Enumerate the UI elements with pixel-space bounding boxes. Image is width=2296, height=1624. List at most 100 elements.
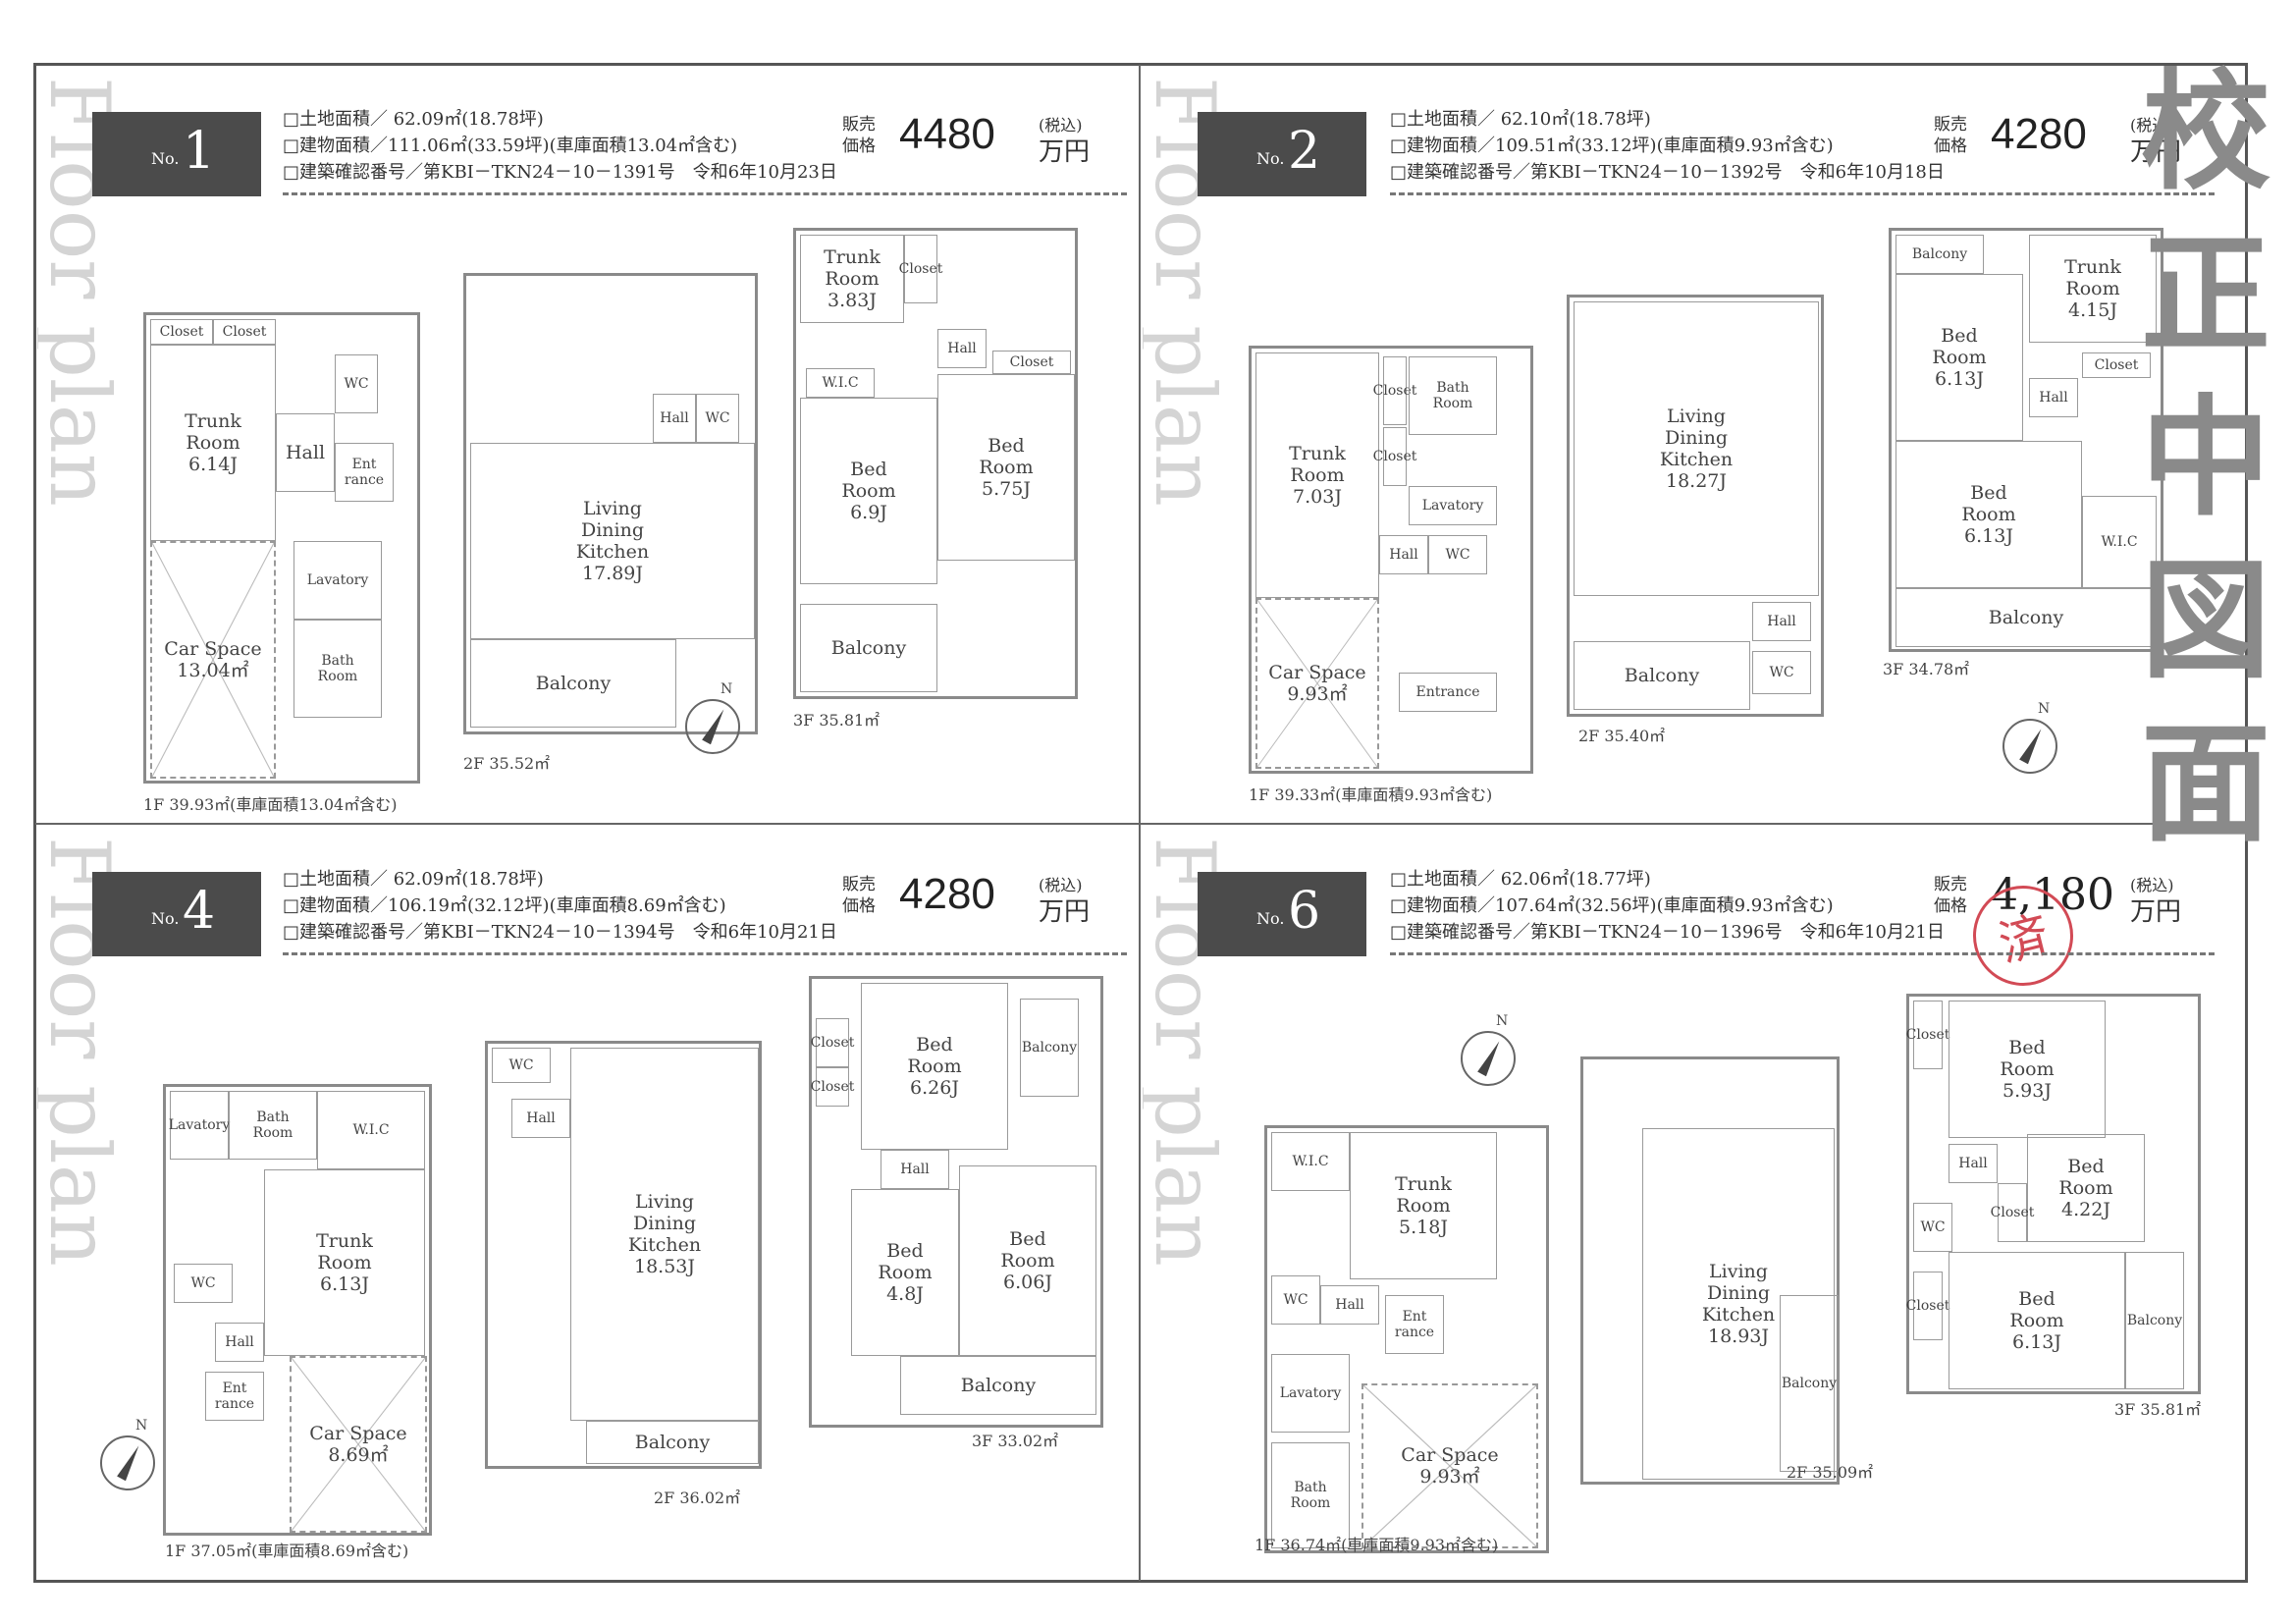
- hall: Hall: [215, 1323, 264, 1362]
- land-area: □土地面積／ 62.09㎡(18.78坪): [283, 109, 544, 130]
- closet: Closet: [213, 319, 276, 345]
- closet: Closet: [811, 1018, 854, 1067]
- closet: Closet: [150, 319, 213, 345]
- compass-icon: N: [1461, 1013, 1516, 1086]
- floor-3f-label: 3F 33.02㎡: [972, 1432, 1059, 1450]
- hall: Hall: [1949, 1144, 1998, 1183]
- entrance: Ent rance: [1385, 1295, 1444, 1354]
- entrance: Ent rance: [205, 1372, 264, 1421]
- floor-3f-label: 3F 34.78㎡: [1883, 660, 1970, 678]
- floor-1f-plan: Lavatory Bath Room W.I.C Trunk Room 6.13…: [163, 1084, 432, 1536]
- price-value: 4280: [1991, 110, 2087, 158]
- hall: Hall: [1320, 1285, 1379, 1325]
- living-dining-kitchen: Living Dining Kitchen 18.27J: [1574, 301, 1819, 596]
- land-area: □土地面積／ 62.06㎡(18.77坪): [1390, 869, 1651, 890]
- floor-3f-plan: Closet Bed Room 5.93J Hall Bed Room 4.22…: [1906, 994, 2201, 1394]
- floor-2f-plan: Living Dining Kitchen 18.27J Hall Balcon…: [1567, 295, 1824, 717]
- closet: Closet: [1373, 356, 1416, 425]
- floor-3f-label: 3F 35.81㎡: [793, 711, 881, 730]
- floor-1f-label: 1F 39.33㎡(車庫面積9.93㎡含む): [1249, 785, 1493, 804]
- car-space: Car Space 9.93㎡: [1255, 598, 1379, 769]
- car-space: Car Space 9.93㎡: [1362, 1383, 1538, 1548]
- floor-1f-label: 1F 39.93㎡(車庫面積13.04㎡含む): [143, 795, 398, 814]
- wc: WC: [335, 354, 378, 413]
- closet: Closet: [1373, 427, 1416, 486]
- compass-icon: N: [685, 681, 740, 754]
- balcony: Balcony: [586, 1421, 759, 1464]
- walk-in-closet: W.I.C: [2082, 496, 2157, 588]
- balcony: Balcony: [470, 639, 676, 728]
- permit-number: □建築確認番号／第KBI－TKN24－10－1396号 令和6年10月21日: [1390, 922, 1945, 943]
- divider-dashed: [1390, 952, 2215, 955]
- trunk-room: Trunk Room 5.18J: [1350, 1132, 1497, 1279]
- lavatory: Lavatory: [1409, 486, 1497, 525]
- wc: WC: [696, 394, 739, 443]
- price-label: 販売 価格: [1934, 875, 1967, 916]
- divider-dashed: [283, 192, 1127, 195]
- wc: WC: [174, 1264, 233, 1303]
- hall: Hall: [937, 329, 987, 368]
- property-panel-2: Floor plan No.2 □土地面積／ 62.10㎡(18.78坪) □建…: [1143, 67, 2246, 823]
- closet: Closet: [1991, 1183, 2034, 1242]
- price-label: 販売 価格: [1934, 115, 1967, 156]
- balcony: Balcony: [1020, 999, 1079, 1097]
- floor-2f-label: 2F 35.40㎡: [1578, 727, 1666, 745]
- bed-room: Bed Room 4.8J: [851, 1189, 959, 1356]
- floor-3f-plan: Balcony Trunk Room 4.15J Bed Room 6.13J …: [1889, 228, 2163, 652]
- property-number-badge: No.6: [1198, 872, 1366, 956]
- closet: Closet: [2082, 352, 2151, 378]
- living-dining-kitchen: Living Dining Kitchen 18.93J: [1642, 1128, 1835, 1480]
- property-number-badge: No.2: [1198, 112, 1366, 196]
- bath-room: Bath Room: [294, 620, 382, 718]
- building-area: □建物面積／106.19㎡(32.12坪)(車庫面積8.69㎡含む): [283, 895, 726, 916]
- hall: Hall: [511, 1099, 570, 1138]
- proof-stamp: 校 正 中 図 面: [2141, 57, 2270, 860]
- trunk-room: Trunk Room 3.83J: [800, 235, 904, 323]
- property-spec: □土地面積／ 62.06㎡(18.77坪) □建物面積／107.64㎡(32.5…: [1390, 866, 2018, 946]
- floor-2f-label: 2F 35.09㎡: [1787, 1463, 1874, 1482]
- car-space: Car Space 13.04㎡: [150, 541, 276, 779]
- price: 販売 価格 4280 (税込) 万円: [842, 870, 1091, 927]
- floor-1f-plan: W.I.C Trunk Room 5.18J WC Hall Ent rance…: [1264, 1125, 1549, 1553]
- floor-3f-plan: Trunk Room 3.83J Closet Hall W.I.C Close…: [793, 228, 1078, 699]
- building-area: □建物面積／111.06㎡(33.59坪)(車庫面積13.04㎡含む): [283, 135, 738, 156]
- floor-2f-plan: Hall WC Living Dining Kitchen 17.89J Bal…: [463, 273, 758, 734]
- floor-1f-label: 1F 37.05㎡(車庫面積8.69㎡含む): [165, 1542, 409, 1560]
- trunk-room: Trunk Room 7.03J: [1255, 352, 1379, 598]
- floor-2f-plan: Living Dining Kitchen 18.93J Balcony: [1580, 1056, 1840, 1485]
- land-area: □土地面積／ 62.09㎡(18.78坪): [283, 869, 544, 890]
- floor-3f-plan: Closet Bed Room 6.26J Balcony Closet Hal…: [809, 976, 1103, 1428]
- divider-horizontal: [35, 823, 2246, 825]
- divider-dashed: [1390, 192, 2215, 195]
- living-dining-kitchen: Living Dining Kitchen 18.53J: [570, 1048, 759, 1421]
- price: 販売 価格 4480 (税込) 万円: [842, 110, 1091, 167]
- balcony: Balcony: [1780, 1295, 1839, 1472]
- bed-room: Bed Room 6.13J: [1896, 274, 2023, 441]
- price-value: 4480: [899, 110, 995, 158]
- bed-room: Bed Room 6.26J: [861, 983, 1008, 1150]
- property-spec: □土地面積／ 62.09㎡(18.78坪) □建物面積／111.06㎡(33.5…: [283, 106, 911, 186]
- floor-2f-plan: WC Hall Living Dining Kitchen 18.53J Bal…: [485, 1041, 762, 1469]
- hall: Hall: [1752, 602, 1811, 641]
- closet: Closet: [811, 1067, 854, 1107]
- living-dining-kitchen: Living Dining Kitchen 17.89J: [470, 443, 755, 639]
- trunk-room: Trunk Room 6.14J: [150, 345, 276, 541]
- property-spec: □土地面積／ 62.10㎡(18.78坪) □建物面積／109.51㎡(33.1…: [1390, 106, 2018, 186]
- floor-2f-label: 2F 36.02㎡: [654, 1489, 741, 1507]
- permit-number: □建築確認番号／第KBI－TKN24－10－1392号 令和6年10月18日: [1390, 162, 1945, 183]
- hall: Hall: [653, 394, 696, 443]
- building-area: □建物面積／107.64㎡(32.56坪)(車庫面積9.93㎡含む): [1390, 895, 1834, 916]
- closet: Closet: [899, 235, 942, 303]
- permit-number: □建築確認番号／第KBI－TKN24－10－1394号 令和6年10月21日: [283, 922, 837, 943]
- bed-room: Bed Room 6.13J: [1949, 1252, 2125, 1389]
- price: 販売 価格 4280 (税込) 万円: [1934, 110, 2182, 167]
- compass-icon: N: [2002, 701, 2057, 774]
- bed-room: Bed Room 6.06J: [959, 1165, 1096, 1356]
- floor-2f-label: 2F 35.52㎡: [463, 754, 551, 773]
- property-panel-6: Floor plan No.6 □土地面積／ 62.06㎡(18.77坪) □建…: [1143, 827, 2246, 1583]
- closet: Closet: [992, 351, 1071, 374]
- closet: Closet: [1906, 1272, 1949, 1340]
- bath-room: Bath Room: [1409, 356, 1497, 435]
- lavatory: Lavatory: [1271, 1354, 1350, 1433]
- bed-room: Bed Room 6.9J: [800, 398, 937, 584]
